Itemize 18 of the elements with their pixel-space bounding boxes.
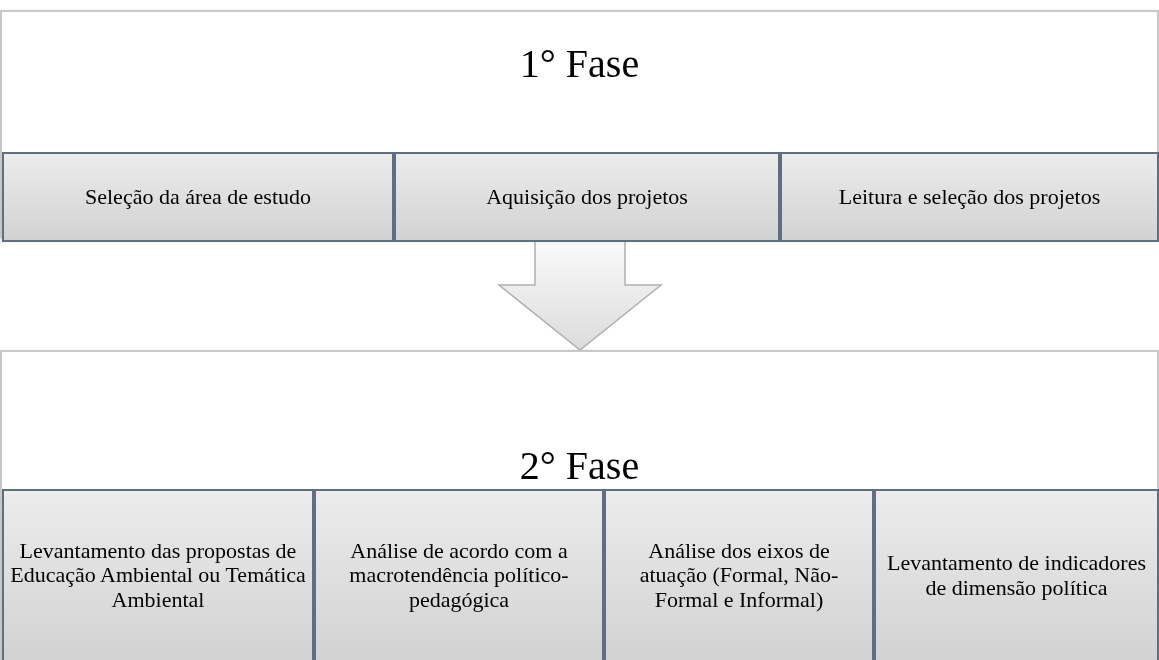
step-text: Levantamento das propostas de Educação Ambiental ou Temática Ambiental xyxy=(10,539,306,612)
phase-panel xyxy=(0,350,1159,660)
step-text: Leitura e seleção dos projetos xyxy=(838,184,1101,210)
step-box xyxy=(604,489,874,660)
step-box xyxy=(314,489,604,660)
step-text: Análise de acordo com a macrotendência político-pedagógica xyxy=(348,539,570,612)
step-text: Levantamento de indicadores de dimensão política xyxy=(886,551,1147,600)
step-text: Análise dos eixos de atuação (Formal, Não-Formal e Informal) xyxy=(638,539,840,612)
phase-title: 1° Fase xyxy=(518,40,641,87)
phase-title: 2° Fase xyxy=(518,442,641,489)
block-arrow xyxy=(496,239,664,351)
step-text: Seleção da área de estudo xyxy=(85,184,311,210)
step-box xyxy=(2,152,394,242)
step-box xyxy=(874,489,1159,660)
step-box xyxy=(394,152,780,242)
step-box xyxy=(780,152,1159,242)
step-box xyxy=(2,489,314,660)
step-text: Aquisição dos projetos xyxy=(486,184,688,210)
